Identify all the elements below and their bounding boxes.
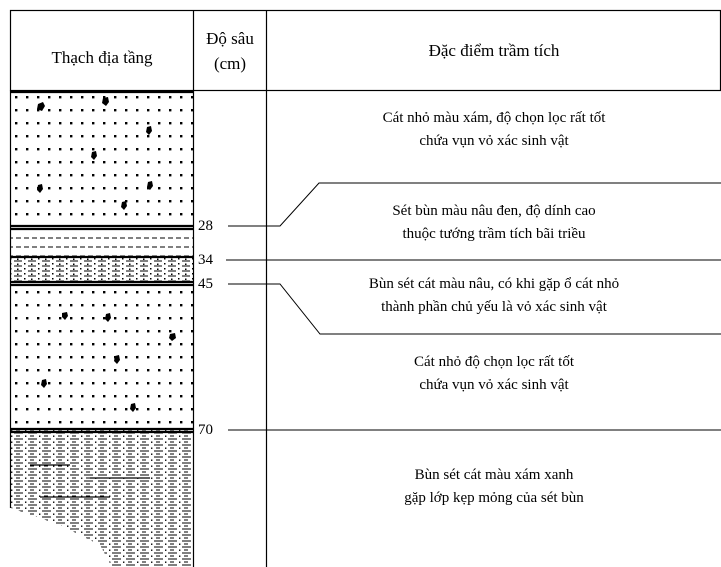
header-lithology: Thạch địa tầng	[51, 48, 153, 67]
layer-description-1: Cát nhỏ màu xám, độ chọn lọc rất tốt chứ…	[267, 107, 721, 153]
header-depth: Độ sâu (cm)	[194, 28, 266, 75]
layer-5-line-2: gặp lớp kẹp mỏng của sét bùn	[404, 490, 584, 506]
depth-mark-28: 28	[198, 218, 213, 234]
depth-mark-34: 34	[198, 252, 213, 268]
layer-sand-top	[11, 93, 193, 225]
layer-2-line-2: thuộc tướng trầm tích bãi triều	[402, 226, 586, 242]
shell-fragments	[37, 97, 176, 412]
layer-description-5: Bùn sét cát màu xám xanh gặp lớp kẹp mỏn…	[267, 464, 721, 510]
layer-description-4: Cát nhỏ độ chọn lọc rất tốt chứa vụn vỏ …	[267, 351, 721, 397]
header-features: Đặc điểm trầm tích	[428, 41, 560, 60]
depth-mark-70: 70	[198, 422, 213, 438]
layer-4-line-2: chứa vụn vỏ xác sinh vật	[419, 377, 569, 393]
layer-1-line-1: Cát nhỏ màu xám, độ chọn lọc rất tốt	[382, 110, 606, 126]
layer-1-line-2: chứa vụn vỏ xác sinh vật	[419, 133, 569, 149]
layer-description-2: Sét bùn màu nâu đen, độ dính cao thuộc t…	[267, 200, 721, 246]
layer-4-line-1: Cát nhỏ độ chọn lọc rất tốt	[414, 354, 574, 370]
depth-connectors	[226, 182, 721, 431]
layer-3-line-2: thành phần chủ yếu là vỏ xác sinh vật	[381, 299, 607, 315]
layer-3-line-1: Bùn sét cát màu nâu, có khi gặp ổ cát nh…	[368, 276, 620, 292]
layer-5-line-1: Bùn sét cát màu xám xanh	[414, 467, 574, 483]
depth-mark-45: 45	[198, 276, 213, 292]
layer-sand-fine	[11, 283, 193, 428]
layer-description-3: Bùn sét cát màu nâu, có khi gặp ổ cát nh…	[267, 273, 721, 319]
layer-muddy-clay-sand	[11, 257, 193, 282]
layer-2-line-1: Sét bùn màu nâu đen, độ dính cao	[392, 203, 596, 219]
header-depth-unit: (cm)	[213, 54, 247, 73]
header-depth-label: Độ sâu	[206, 29, 254, 48]
layer-muddy-clay-bottom	[11, 430, 193, 567]
layer-clay-mud	[11, 225, 193, 257]
lithology-column	[11, 90, 193, 567]
